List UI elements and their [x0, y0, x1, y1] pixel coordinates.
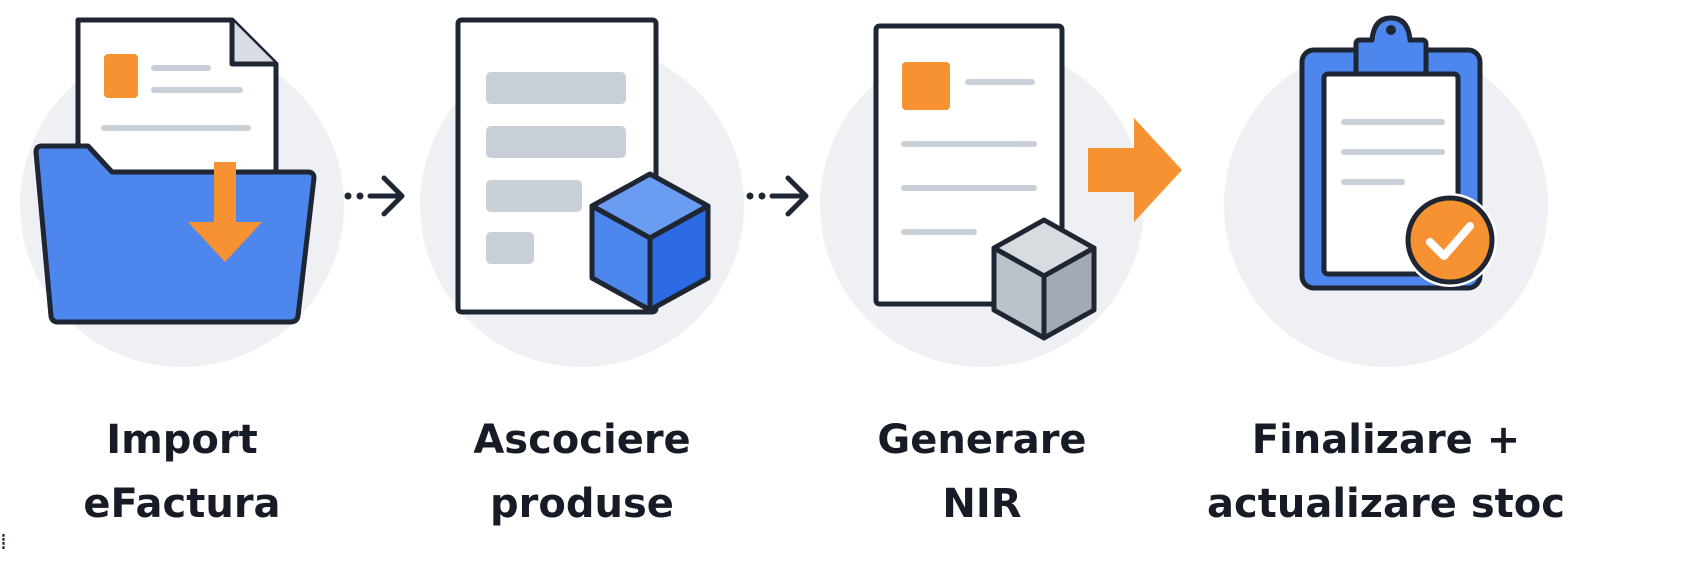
step-title-line1: Ascociere — [473, 417, 691, 463]
document-box-arrow-icon — [820, 23, 1182, 367]
step-title-line1: Finalizare + — [1251, 417, 1521, 463]
step-title-line2: actualizare stoc — [1207, 481, 1565, 527]
arrow-right-icon — [344, 175, 405, 217]
arrow-right-icon — [746, 175, 809, 217]
folder-invoice-download-icon — [20, 17, 344, 367]
step-label-import: Import eFactura — [22, 408, 342, 536]
step-label-associate: Ascociere produse — [422, 408, 742, 536]
step-title-line2: produse — [490, 481, 674, 527]
document-product-box-icon — [420, 17, 744, 367]
step-title-line1: Import — [106, 417, 258, 463]
clipboard-check-icon — [1224, 15, 1548, 367]
step-title-line1: Generare — [877, 417, 1087, 463]
cropped-edge-mark: ⁞ — [0, 530, 7, 555]
step-title-line2: eFactura — [83, 481, 281, 527]
step-label-generate: Generare NIR — [822, 408, 1142, 536]
step-label-finalize: Finalizare + actualizare stoc — [1196, 408, 1576, 536]
step-title-line2: NIR — [942, 481, 1022, 527]
